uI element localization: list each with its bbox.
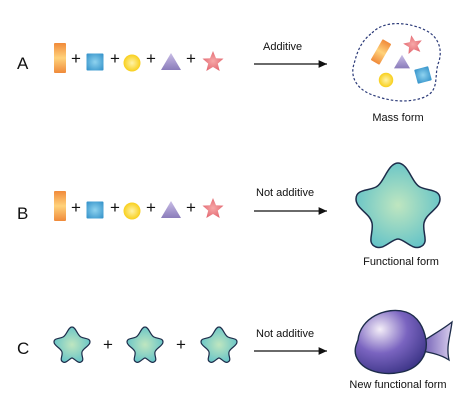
row-c: C + + Not additive New functional form xyxy=(17,309,453,391)
arrow-label-b: Not additive xyxy=(256,187,314,199)
arrow-label-c: Not additive xyxy=(256,328,314,340)
arrow-label-a: Additive xyxy=(263,41,302,53)
row-b-letter: B xyxy=(17,204,28,223)
plus-sign: + xyxy=(186,49,196,68)
part-bar xyxy=(54,43,66,73)
plus-sign: + xyxy=(146,49,156,68)
plus-sign: + xyxy=(176,335,186,354)
part-bar xyxy=(54,191,66,221)
row-b: B + + + + Not additive Functional form xyxy=(17,162,441,268)
part-star xyxy=(202,51,224,71)
plus-sign: + xyxy=(71,198,81,217)
mass-circle xyxy=(378,72,394,88)
mass-outline xyxy=(352,23,441,102)
functional-form xyxy=(355,162,441,249)
plus-sign: + xyxy=(110,198,120,217)
caption-c: New functional form xyxy=(349,379,446,391)
plus-sign: + xyxy=(110,49,120,68)
part-triangle xyxy=(161,53,181,70)
plus-sign: + xyxy=(146,198,156,217)
row-c-letter: C xyxy=(17,339,29,358)
part-star-blob xyxy=(126,326,164,364)
fish xyxy=(354,309,453,375)
plus-sign: + xyxy=(71,49,81,68)
part-square xyxy=(86,201,104,219)
part-star xyxy=(202,198,224,218)
part-star-blob xyxy=(200,326,238,364)
mass-bar xyxy=(371,39,391,65)
caption-a: Mass form xyxy=(372,112,423,124)
part-circle xyxy=(123,202,141,220)
row-a-letter: A xyxy=(17,54,29,73)
mass-form xyxy=(352,23,441,102)
part-triangle xyxy=(161,201,181,218)
plus-sign: + xyxy=(186,198,196,217)
plus-sign: + xyxy=(103,335,113,354)
part-circle xyxy=(123,54,141,72)
row-a: A + + + + Additive Mass form xyxy=(17,23,441,124)
star-blob xyxy=(355,162,441,249)
part-star-blob xyxy=(53,326,91,364)
caption-b: Functional form xyxy=(363,256,439,268)
part-square xyxy=(86,53,104,71)
fish-body xyxy=(354,309,427,375)
